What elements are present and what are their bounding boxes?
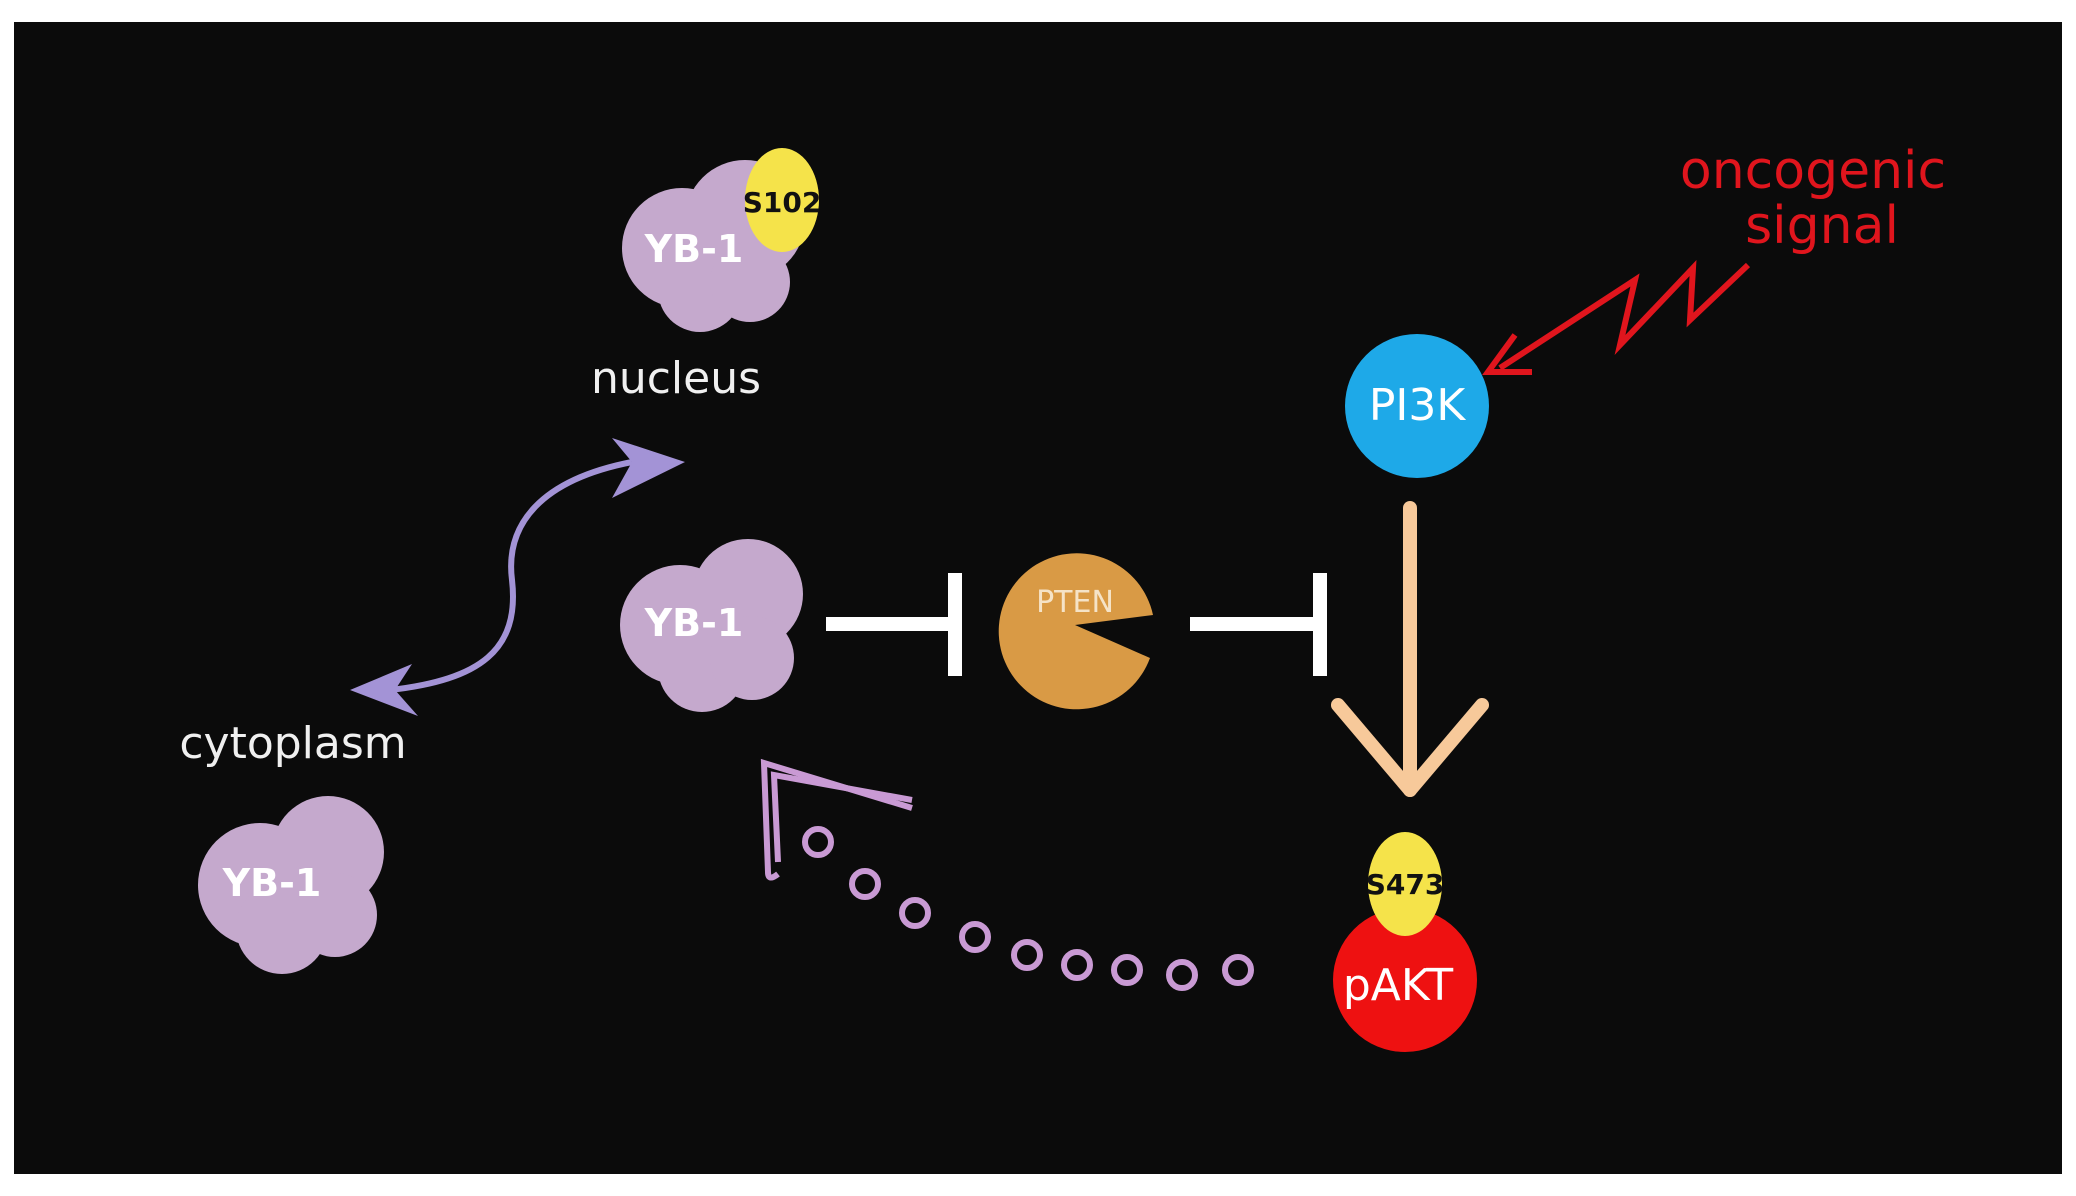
oncogenic-label-line1: oncogenic bbox=[1680, 141, 1946, 201]
pakt-label: pAKT bbox=[1343, 960, 1453, 1011]
s473-site: S473 bbox=[1366, 832, 1445, 936]
s473-label: S473 bbox=[1366, 868, 1445, 901]
inhibition-yb1-pten bbox=[826, 573, 962, 676]
cytoplasm-label: cytoplasm bbox=[179, 718, 406, 769]
s102-label: S102 bbox=[743, 186, 822, 219]
oncogenic-label-line2: signal bbox=[1745, 196, 1899, 256]
feedback-arrowhead bbox=[760, 758, 913, 881]
yb1-nucleus-label: YB-1 bbox=[644, 227, 744, 271]
oncogenic-signal-arrow bbox=[1482, 259, 1751, 375]
yb1-center-protein: YB-1 bbox=[620, 539, 803, 712]
feedback-dotted-path bbox=[802, 826, 1254, 991]
shuttle-arrow bbox=[350, 438, 685, 716]
yb1-center-label: YB-1 bbox=[644, 601, 744, 645]
pi3k-node: PI3K bbox=[1345, 334, 1489, 478]
activation-arrow bbox=[1331, 501, 1489, 797]
nucleus-label: nucleus bbox=[591, 353, 761, 404]
yb1-cytoplasm-protein: YB-1 bbox=[198, 796, 384, 974]
yb1-cytoplasm-label: YB-1 bbox=[222, 861, 322, 905]
s102-site: S102 bbox=[743, 148, 822, 252]
inhibition-pten-pathway bbox=[1190, 573, 1327, 676]
pten-enzyme: PTEN bbox=[998, 553, 1153, 710]
pten-label: PTEN bbox=[1036, 585, 1114, 620]
pi3k-label: PI3K bbox=[1369, 380, 1467, 431]
pakt-node: pAKT bbox=[1333, 908, 1477, 1052]
